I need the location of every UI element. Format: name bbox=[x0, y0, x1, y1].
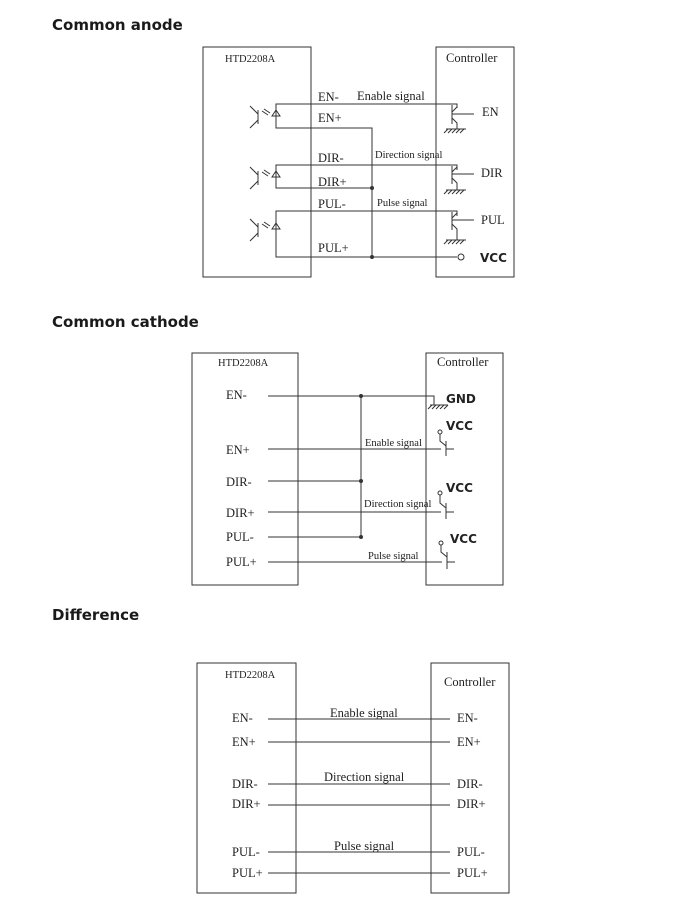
difference-pin-en-plus: EN+ bbox=[232, 735, 256, 749]
anode-enable-signal-label: Enable signal bbox=[357, 89, 425, 103]
difference-ctrl-en-plus: EN+ bbox=[457, 735, 481, 749]
difference-controller-label: Controller bbox=[444, 675, 496, 689]
difference-ctrl-dir-plus: DIR+ bbox=[457, 797, 486, 811]
common-anode-section: Common anode HTD2208A Controller EN- EN+… bbox=[52, 16, 515, 278]
anode-pin-pul-minus: PUL- bbox=[318, 197, 346, 211]
cathode-ctrl-transistor-pul bbox=[438, 540, 455, 569]
anode-driver-box bbox=[202, 46, 312, 278]
cathode-junction-dot bbox=[359, 394, 363, 398]
anode-pin-dir-plus: DIR+ bbox=[318, 175, 347, 189]
ground-icon bbox=[443, 189, 466, 195]
anode-pulse-signal-label: Pulse signal bbox=[377, 198, 428, 209]
anode-controller-label: Controller bbox=[446, 51, 498, 65]
cathode-ctrl-vcc-2: VCC bbox=[446, 481, 473, 495]
anode-pin-pul-plus: PUL+ bbox=[318, 241, 349, 255]
cathode-junction-dot bbox=[359, 535, 363, 539]
cathode-pin-dir-plus: DIR+ bbox=[226, 506, 255, 520]
cathode-pin-pul-minus: PUL- bbox=[226, 530, 254, 544]
cathode-driver-box bbox=[191, 352, 299, 586]
difference-pin-pul-minus: PUL- bbox=[232, 845, 260, 859]
anode-junction-dot bbox=[370, 186, 374, 190]
anode-pul-plus-wire bbox=[275, 236, 457, 258]
ground-icon bbox=[443, 128, 466, 134]
anode-pul-minus-wire bbox=[275, 210, 458, 222]
difference-pulse-signal-label: Pulse signal bbox=[334, 839, 395, 853]
cathode-controller-label: Controller bbox=[437, 355, 489, 369]
cathode-direction-signal-label: Direction signal bbox=[364, 499, 431, 510]
cathode-ctrl-vcc-1: VCC bbox=[446, 419, 473, 433]
cathode-pin-en-plus: EN+ bbox=[226, 443, 250, 457]
anode-optocoupler-en bbox=[249, 105, 281, 129]
anode-ctrl-en: EN bbox=[482, 105, 499, 119]
anode-en-minus-wire bbox=[275, 103, 458, 108]
anode-ctrl-transistor-pul bbox=[443, 212, 474, 245]
cathode-pin-dir-minus: DIR- bbox=[226, 475, 252, 489]
difference-enable-signal-label: Enable signal bbox=[330, 706, 398, 720]
anode-ctrl-transistor-en bbox=[443, 105, 474, 134]
anode-ctrl-pul: PUL bbox=[481, 213, 505, 227]
anode-en-plus-wire bbox=[275, 124, 373, 257]
cathode-pin-pul-plus: PUL+ bbox=[226, 555, 257, 569]
difference-section: Difference HTD2208A Controller EN- EN+ D… bbox=[52, 606, 510, 894]
cathode-ctrl-transistor-en bbox=[437, 429, 454, 456]
anode-controller-box bbox=[435, 46, 515, 278]
difference-driver-box bbox=[196, 662, 297, 894]
difference-ctrl-en-minus: EN- bbox=[457, 711, 478, 725]
difference-pin-dir-plus: DIR+ bbox=[232, 797, 261, 811]
difference-controller-box bbox=[430, 662, 510, 894]
cathode-driver-label: HTD2208A bbox=[218, 358, 269, 369]
cathode-ctrl-transistor-dir bbox=[437, 490, 454, 519]
ground-icon bbox=[443, 239, 466, 245]
cathode-wires bbox=[268, 394, 449, 563]
difference-pin-dir-minus: DIR- bbox=[232, 777, 258, 791]
anode-pin-en-minus: EN- bbox=[318, 90, 339, 104]
anode-optocoupler-pul bbox=[249, 218, 281, 242]
cathode-junction-dot bbox=[359, 479, 363, 483]
anode-ctrl-transistor-dir bbox=[443, 166, 474, 195]
anode-pin-dir-minus: DIR- bbox=[318, 151, 344, 165]
cathode-controller-box bbox=[425, 352, 504, 586]
section-title-difference: Difference bbox=[52, 606, 139, 624]
difference-pin-en-minus: EN- bbox=[232, 711, 253, 725]
anode-direction-signal-label: Direction signal bbox=[375, 150, 442, 161]
anode-vcc-terminal bbox=[457, 253, 465, 261]
cathode-enable-signal-label: Enable signal bbox=[365, 438, 422, 449]
anode-junction-dot bbox=[370, 255, 374, 259]
anode-optocoupler-dir bbox=[249, 166, 281, 190]
anode-driver-label: HTD2208A bbox=[225, 54, 276, 65]
difference-driver-label: HTD2208A bbox=[225, 670, 276, 681]
difference-pin-pul-plus: PUL+ bbox=[232, 866, 263, 880]
anode-dir-plus-wire bbox=[275, 184, 372, 189]
difference-direction-signal-label: Direction signal bbox=[324, 770, 405, 784]
anode-ctrl-dir: DIR bbox=[481, 166, 503, 180]
difference-ctrl-dir-minus: DIR- bbox=[457, 777, 483, 791]
anode-ctrl-vcc: VCC bbox=[480, 251, 507, 265]
cathode-pin-en-minus: EN- bbox=[226, 388, 247, 402]
cathode-en-minus-wire bbox=[268, 395, 435, 405]
cathode-ctrl-gnd: GND bbox=[446, 392, 476, 406]
difference-wires bbox=[268, 718, 450, 874]
anode-wires bbox=[275, 103, 465, 261]
anode-dir-minus-wire bbox=[275, 164, 458, 170]
cathode-pulse-signal-label: Pulse signal bbox=[368, 551, 419, 562]
ground-icon bbox=[427, 404, 449, 410]
difference-ctrl-pul-plus: PUL+ bbox=[457, 866, 488, 880]
section-title-anode: Common anode bbox=[52, 16, 183, 34]
difference-ctrl-pul-minus: PUL- bbox=[457, 845, 485, 859]
cathode-ctrl-vcc-3: VCC bbox=[450, 532, 477, 546]
section-title-cathode: Common cathode bbox=[52, 313, 199, 331]
anode-pin-en-plus: EN+ bbox=[318, 111, 342, 125]
common-cathode-section: Common cathode HTD2208A Controller EN- E… bbox=[52, 313, 504, 586]
